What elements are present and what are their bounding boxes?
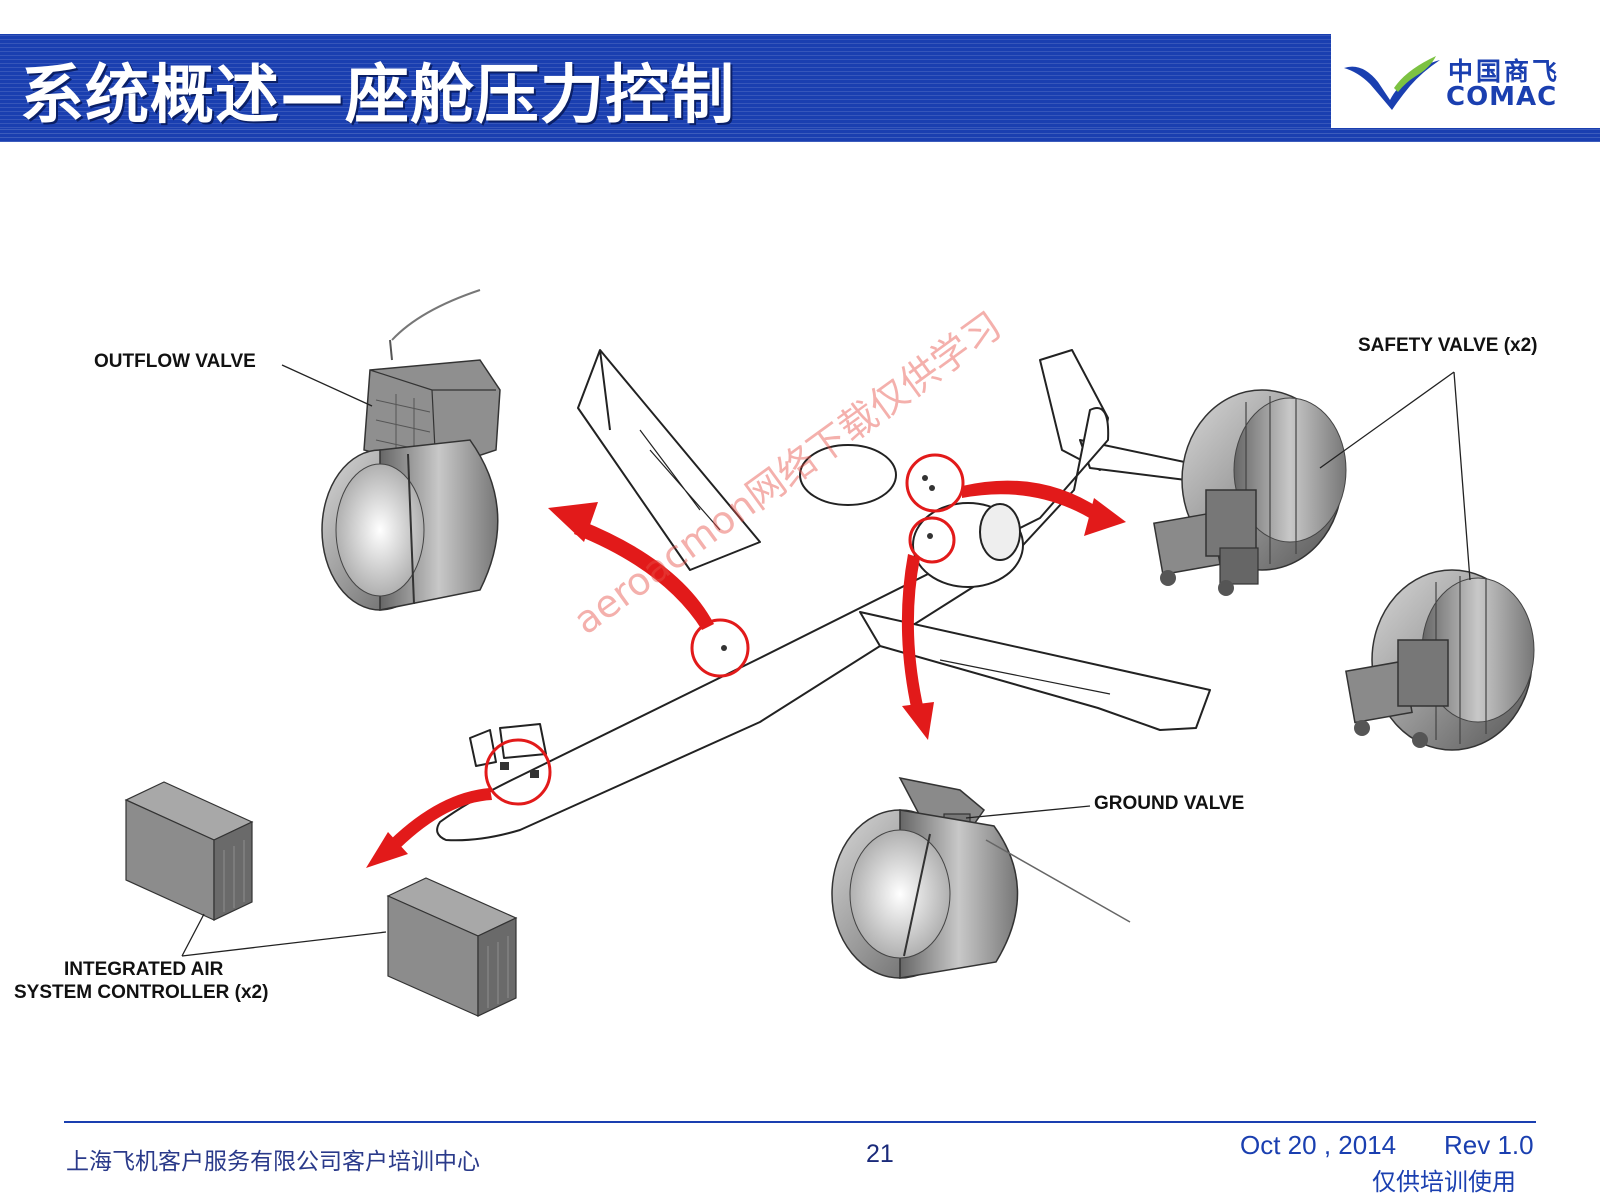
arrow-to-controller — [390, 788, 492, 848]
comac-logo: 中国商飞 COMAC — [1340, 48, 1590, 120]
ground-valve-leader — [965, 805, 1091, 819]
title-underline — [0, 128, 1600, 142]
safety-valve-leader — [1319, 371, 1471, 581]
controller-box-drawing-1 — [124, 781, 254, 921]
comac-logo-icon — [1344, 56, 1440, 110]
logo-english-text: COMAC — [1446, 82, 1558, 112]
page-number: 21 — [866, 1140, 894, 1168]
controller-leader — [181, 913, 387, 957]
ground-valve-highlight-circle — [908, 516, 956, 564]
outflow-valve-label: OUTFLOW VALVE — [94, 351, 256, 372]
highlight-circles — [484, 453, 965, 806]
cabin-pressure-diagram: OUTFLOW VALVE SAFETY VALVE (x2) GROUND V… — [0, 150, 1600, 1070]
arrow-to-ground-valve — [901, 554, 924, 712]
arrow-to-safety-valve — [962, 480, 1102, 522]
footer-divider — [64, 1121, 1536, 1123]
outflow-valve-leader — [281, 364, 373, 407]
diagram-drawing — [124, 289, 1535, 1017]
safety-valve-label: SAFETY VALVE (x2) — [1358, 335, 1538, 356]
ground-valve-label: GROUND VALVE — [1094, 793, 1245, 814]
footer-organization: 上海飞机客户服务有限公司客户培训中心 — [66, 1149, 480, 1175]
arrow-to-safety-valve-head — [1084, 498, 1126, 536]
ground-valve-drawing — [831, 776, 1131, 979]
footer-revision: Rev 1.0 — [1444, 1130, 1534, 1160]
controller-box-drawing-2 — [386, 877, 518, 1017]
airplane-drawing — [436, 349, 1271, 842]
arrow-to-ground-valve-head — [902, 702, 934, 740]
safety-valve-drawing-1 — [1153, 389, 1347, 596]
title-band: 系统概述—座舱压力控制 — [0, 34, 1331, 133]
outflow-valve-drawing — [321, 289, 501, 611]
component-dots — [500, 475, 935, 778]
arrow-to-outflow-valve — [574, 520, 714, 630]
slide-title: 系统概述—座舱压力控制 — [20, 59, 735, 133]
safety-valve-drawing-2 — [1345, 569, 1535, 751]
red-arrows — [366, 480, 1126, 868]
controller-label-line1: INTEGRATED AIR — [64, 959, 224, 980]
safety-valve-highlight-circle — [905, 453, 965, 513]
outflow-highlight-circle — [690, 618, 750, 678]
arrow-to-controller-head — [366, 832, 408, 868]
controller-label-line2: SYSTEM CONTROLLER (x2) — [14, 982, 269, 1003]
logo-chinese-text: 中国商飞 — [1448, 57, 1561, 86]
slide-header: 系统概述—座舱压力控制 中国商飞 COMAC — [0, 34, 1600, 142]
leader-lines — [181, 364, 1471, 957]
footer-usage-note: 仅供培训使用 — [1372, 1168, 1516, 1196]
footer-date: Oct 20 , 2014 — [1240, 1130, 1397, 1160]
arrow-to-outflow-valve-head — [548, 502, 598, 542]
controller-highlight-circle — [484, 738, 552, 806]
